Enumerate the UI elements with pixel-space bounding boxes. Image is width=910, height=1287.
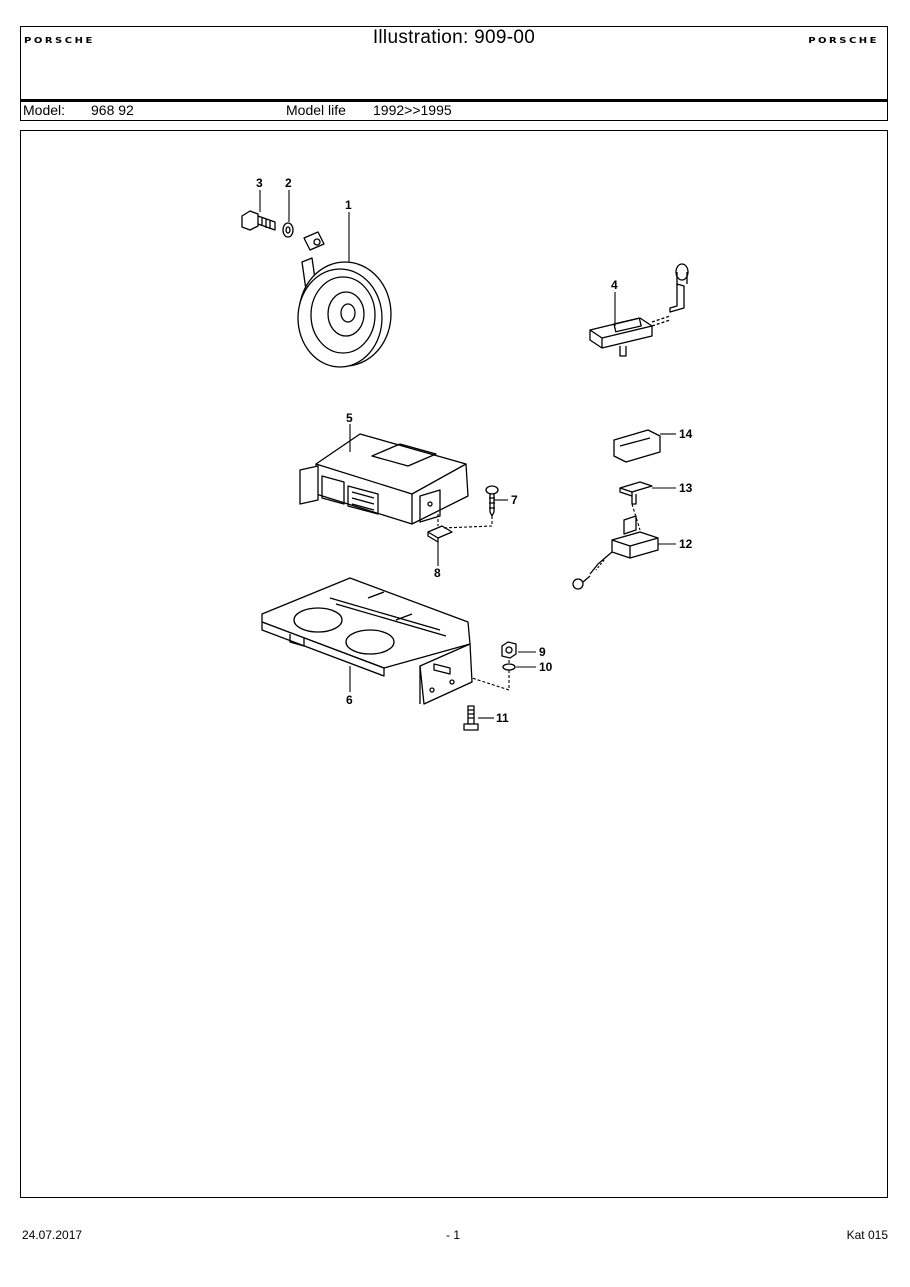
control-unit-part <box>299 433 469 525</box>
washer-small-part <box>502 663 516 671</box>
callout-2: 2 <box>285 176 292 190</box>
nut-part <box>501 641 517 659</box>
clip-nut-part <box>427 525 453 543</box>
callout-11: 11 <box>496 711 509 725</box>
model-label: Model: <box>23 102 66 118</box>
callout-1: 1 <box>345 198 352 212</box>
header-divider <box>21 99 887 102</box>
footer-date: 24.07.2017 <box>22 1228 83 1242</box>
antenna-module-part <box>589 263 689 357</box>
clip-part <box>613 429 661 463</box>
mounting-bracket-part <box>261 577 473 705</box>
callout-12: 12 <box>679 537 693 551</box>
bolt-part <box>241 210 276 231</box>
diagram-box <box>20 130 888 1198</box>
callout-7: 7 <box>511 493 518 507</box>
callout-10: 10 <box>539 660 553 674</box>
footer-page-number: - 1 <box>446 1228 461 1242</box>
screw-part <box>485 485 499 517</box>
model-life-label: Model life <box>286 102 346 118</box>
callout-6: 6 <box>346 693 353 707</box>
sensor-cable-part <box>572 515 659 590</box>
callout-9: 9 <box>539 645 546 659</box>
washer-part <box>282 222 294 238</box>
porsche-logo-right: PORSCHE <box>808 37 879 46</box>
horn-part <box>297 231 392 368</box>
page-title: Illustration: 909-00 <box>372 27 536 48</box>
callout-14: 14 <box>679 427 693 441</box>
model-life-value: 1992>>1995 <box>373 102 452 118</box>
header-box: PORSCHE Illustration: 909-00 PORSCHE Mod… <box>20 26 888 121</box>
callout-5: 5 <box>346 411 353 425</box>
model-value: 968 92 <box>91 102 134 118</box>
footer-catalog: Kat 015 <box>846 1228 888 1242</box>
bolt-lower-part <box>463 705 479 731</box>
callout-4: 4 <box>611 278 618 292</box>
button-cap-part <box>619 481 653 505</box>
callout-13: 13 <box>679 481 693 495</box>
callout-3: 3 <box>256 176 263 190</box>
leader-lines <box>259 190 676 719</box>
callout-8: 8 <box>434 566 441 580</box>
porsche-logo-left: PORSCHE <box>24 37 95 46</box>
